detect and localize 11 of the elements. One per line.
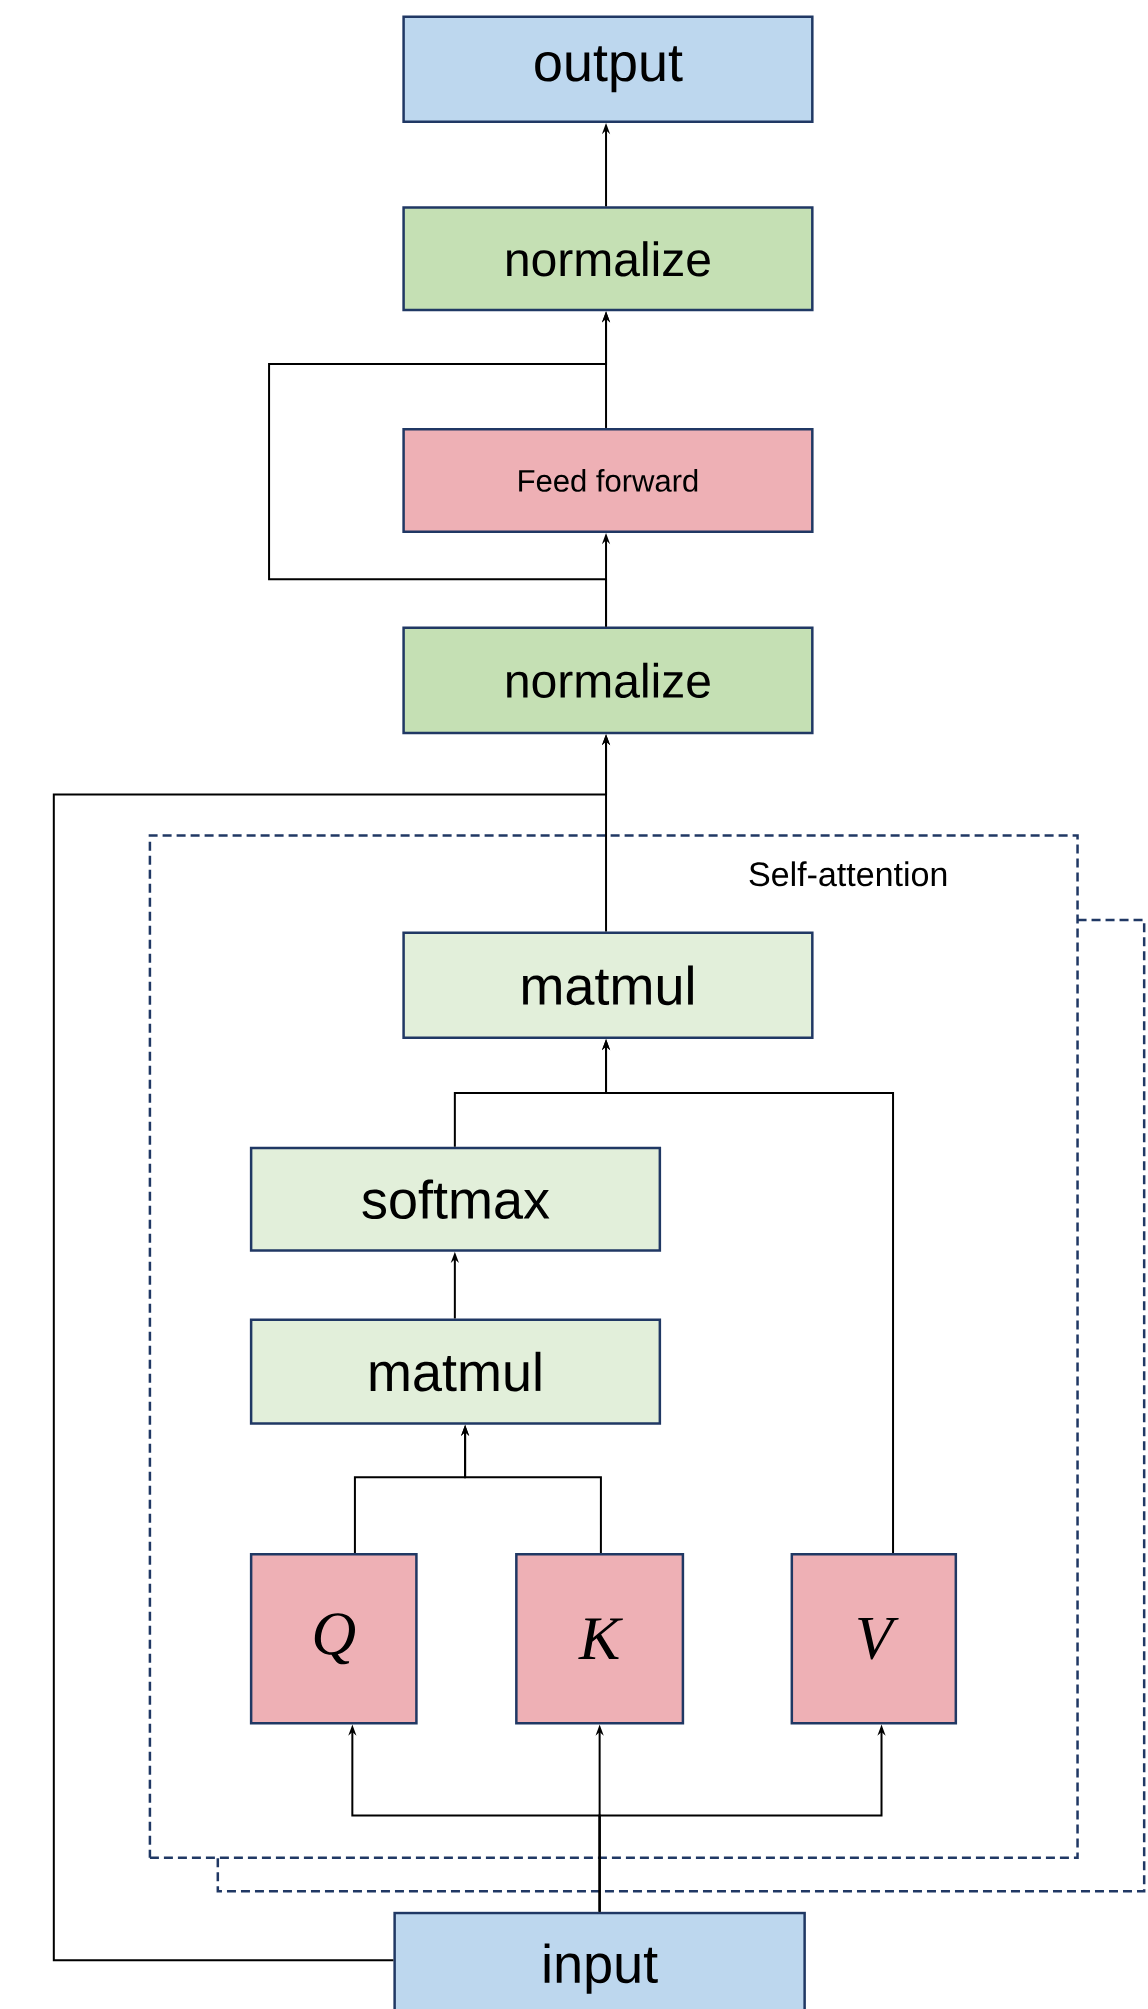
matrix-box: K [515, 1552, 685, 1725]
process-box: softmax [249, 1146, 662, 1252]
matrix-box: V [790, 1552, 958, 1725]
process-box: normalize [402, 626, 814, 735]
process-box: normalize [402, 206, 814, 312]
process-box: matmul [249, 1318, 662, 1425]
input-box: input [393, 1911, 806, 2009]
matrix-box: Q [249, 1552, 418, 1725]
process-box: matmul [402, 931, 814, 1040]
process-box: Feed forward [402, 427, 814, 533]
output-box: output [402, 15, 814, 123]
